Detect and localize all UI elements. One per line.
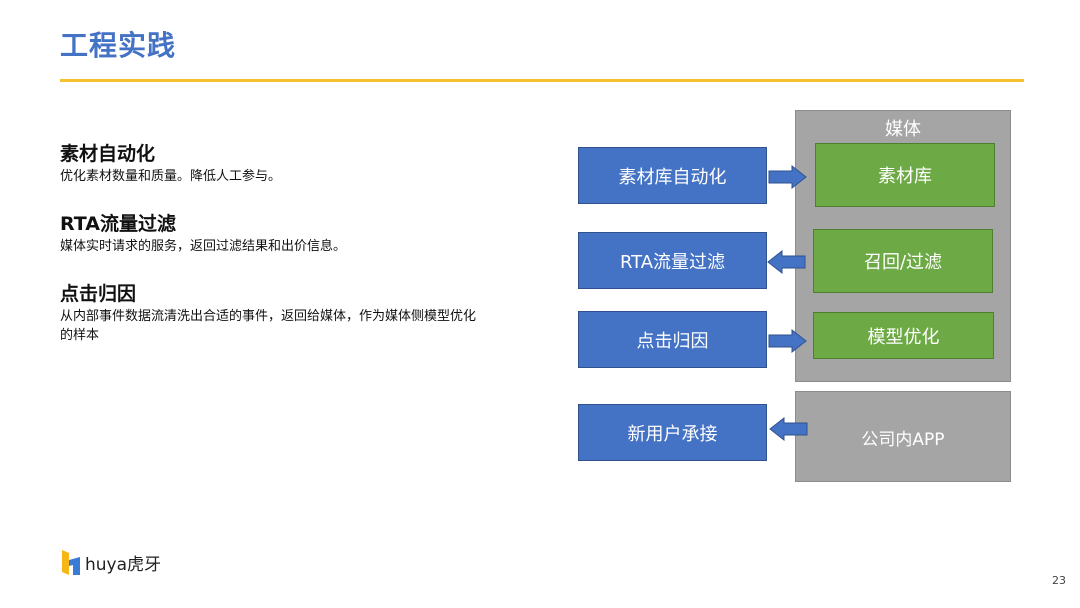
section-heading: 素材自动化 bbox=[60, 143, 156, 165]
section-body: 优化素材数量和质量。降低人工参与。 bbox=[60, 169, 282, 184]
section-body: 从内部事件数据流清洗出合适的事件，返回给媒体，作为媒体侧模型优化的样本 bbox=[60, 309, 477, 343]
box-label: 素材库自动化 bbox=[618, 166, 727, 188]
page-number: 23 bbox=[1052, 574, 1066, 587]
arrow-left-icon bbox=[769, 417, 808, 441]
box-label: 素材库 bbox=[878, 166, 932, 187]
huya-logo: huya虎牙 bbox=[60, 548, 161, 576]
recall-filter-box: 召回/过滤 bbox=[813, 229, 993, 293]
logo-text: huya虎牙 bbox=[85, 554, 162, 575]
page-title: 工程实践 bbox=[60, 29, 177, 62]
box-label: 模型优化 bbox=[867, 326, 940, 348]
arrow-left-icon bbox=[767, 250, 806, 274]
section-heading: RTA流量过滤 bbox=[60, 213, 176, 235]
asset-automation-box: 素材库自动化 bbox=[578, 147, 767, 204]
section-rta-filtering: RTA流量过滤 媒体实时请求的服务，返回过滤结果和出价信息。 bbox=[60, 212, 480, 256]
section-click-attribution: 点击归因 从内部事件数据流清洗出合适的事件，返回给媒体，作为媒体侧模型优化的样本 bbox=[60, 282, 480, 345]
asset-library-box: 素材库 bbox=[815, 143, 995, 207]
company-app-label: 公司内APP bbox=[861, 430, 945, 450]
section-body: 媒体实时请求的服务，返回过滤结果和出价信息。 bbox=[60, 239, 347, 254]
box-label: 点击归因 bbox=[636, 330, 709, 352]
arrow-right-icon bbox=[768, 329, 807, 353]
box-label: 召回/过滤 bbox=[863, 252, 943, 273]
company-app-container: 公司内APP bbox=[795, 391, 1011, 482]
media-container-label: 媒体 bbox=[885, 119, 921, 140]
click-attribution-box: 点击归因 bbox=[578, 311, 767, 368]
new-user-onboarding-box: 新用户承接 bbox=[578, 404, 767, 461]
huya-logo-icon bbox=[62, 550, 80, 575]
arrow-right-icon bbox=[768, 165, 807, 189]
section-asset-automation: 素材自动化 优化素材数量和质量。降低人工参与。 bbox=[60, 142, 480, 186]
section-heading: 点击归因 bbox=[60, 283, 137, 305]
rta-filter-box: RTA流量过滤 bbox=[578, 232, 767, 289]
box-label: 新用户承接 bbox=[627, 423, 718, 445]
model-optimization-box: 模型优化 bbox=[813, 312, 994, 359]
box-label: RTA流量过滤 bbox=[619, 251, 726, 273]
title-underline bbox=[60, 79, 1024, 82]
